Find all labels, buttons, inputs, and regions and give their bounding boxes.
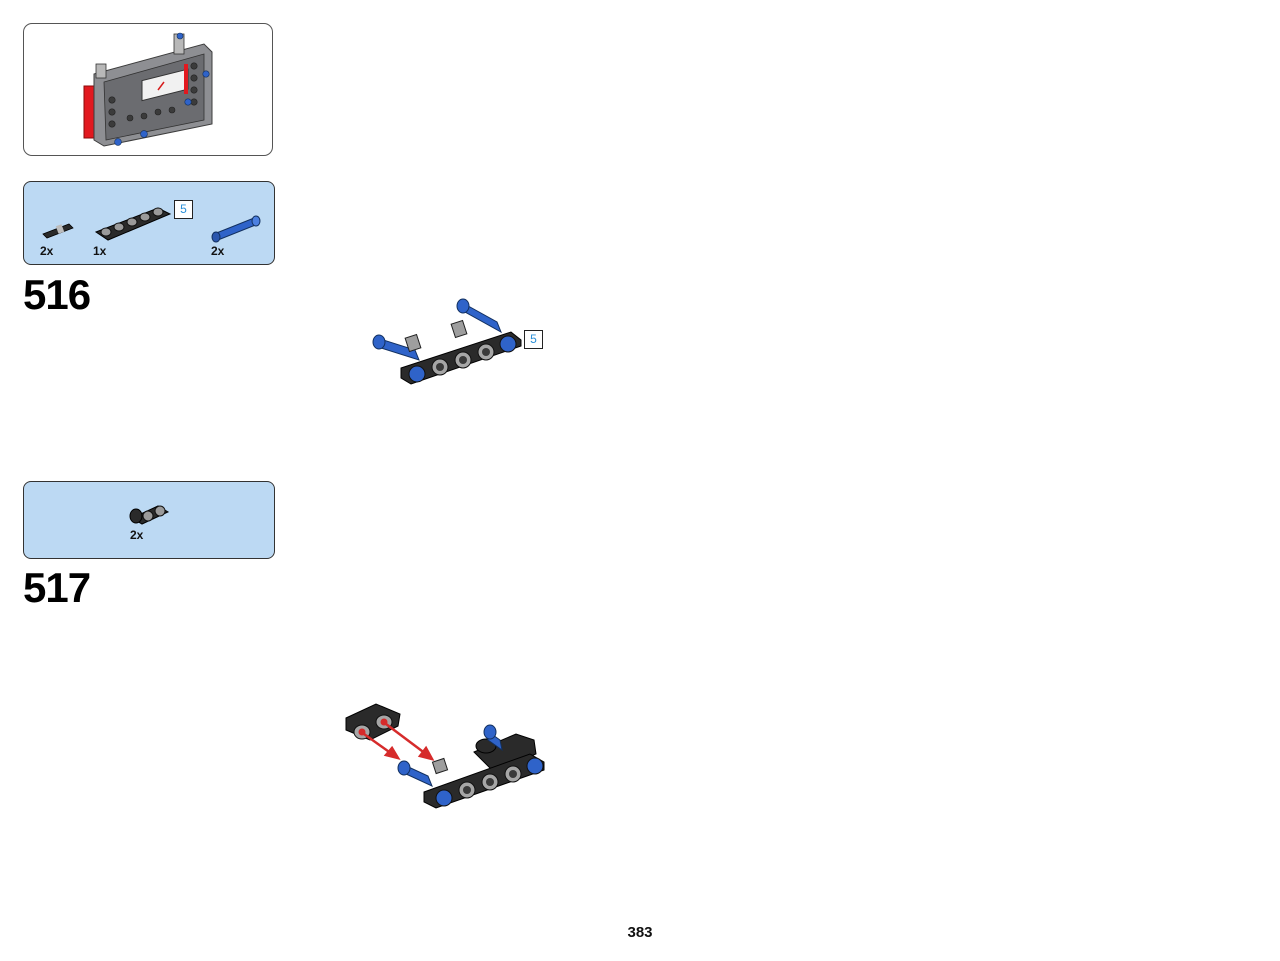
blue-axle-pin-icon bbox=[211, 215, 261, 243]
page-number: 383 bbox=[627, 924, 653, 941]
part-quantity: 2x bbox=[40, 244, 54, 258]
step-number: 517 bbox=[23, 564, 91, 611]
short-axle-connector-icon bbox=[42, 223, 74, 239]
beam-5-icon bbox=[94, 207, 172, 241]
step-517-assembly bbox=[345, 703, 545, 809]
parts-list-step-517: 2x bbox=[23, 481, 275, 559]
submodel-illustration bbox=[83, 32, 213, 147]
part-quantity: 2x bbox=[211, 244, 225, 258]
step-516-assembly bbox=[372, 298, 522, 385]
submodel-preview bbox=[23, 23, 273, 156]
step-number: 516 bbox=[23, 271, 91, 318]
length-badge: 5 bbox=[174, 200, 193, 219]
parts-list-step-516: 2x 5 1x 2x bbox=[23, 181, 275, 265]
part-quantity: 2x bbox=[130, 528, 144, 542]
beam-2-icon bbox=[129, 505, 170, 525]
part-quantity: 1x bbox=[93, 244, 107, 258]
length-badge: 5 bbox=[524, 330, 543, 349]
